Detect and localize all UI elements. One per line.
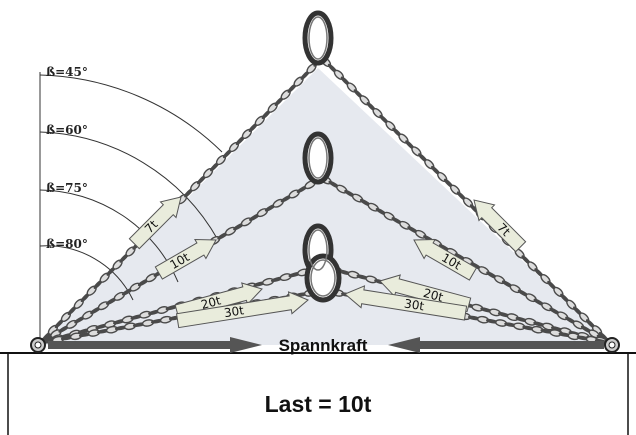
angle-arc-80 (39, 245, 134, 301)
angle-arc-45 (39, 74, 223, 153)
chain-right-60 (320, 175, 616, 348)
force-arrow-right-45: 7t (473, 199, 527, 253)
ring-80 (304, 253, 342, 303)
tension-label: Spannkraft (279, 336, 368, 355)
angle-label-60: ß=60° (46, 123, 88, 137)
force-arrow-right-80: 30t (344, 285, 468, 321)
force-arrow-left-80-label: 30t (223, 303, 245, 320)
tension-arrow-right (388, 337, 604, 353)
load-area (40, 68, 612, 345)
angle-label-75: ß=75° (46, 181, 88, 195)
load-block (0, 352, 636, 435)
angle-label-80: ß=80° (46, 237, 88, 251)
force-arrow-left-80: 30t (175, 291, 309, 329)
force-arrow-right-80-label: 30t (403, 296, 425, 313)
tension-arrow-left (48, 337, 262, 353)
angle-label-45: ß=45° (46, 65, 88, 79)
angle-reference (39, 72, 223, 340)
angle-arc-60 (39, 131, 219, 241)
tension-arrows (48, 337, 604, 353)
force-arrow-left-45: 7t (128, 196, 182, 250)
load-label: Last = 10t (265, 391, 372, 417)
anchor-points (30, 337, 620, 353)
